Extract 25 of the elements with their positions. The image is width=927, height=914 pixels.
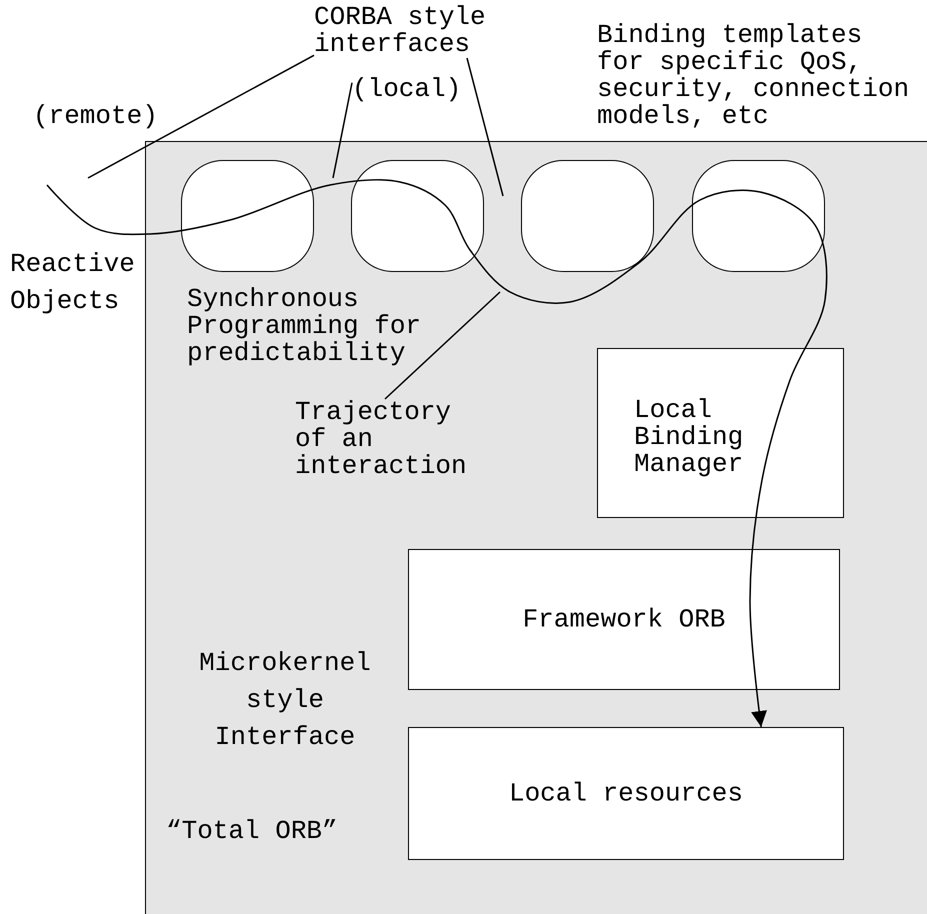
leader-line	[88, 54, 314, 179]
annotation-text: Trajectory of an interaction	[295, 399, 468, 480]
node-label: Local resources	[508, 780, 744, 807]
node-label: Framework ORB	[522, 606, 726, 633]
annotation-text: Reactive Objects	[10, 248, 136, 318]
node-label: Local Binding Manager	[634, 397, 744, 478]
interface-rounded-box	[351, 160, 484, 272]
annotation-text: CORBA style interfaces	[314, 4, 487, 58]
annotation-text: Microkernel style Interface	[198, 647, 372, 754]
process-box	[597, 348, 844, 518]
interface-rounded-box	[692, 160, 825, 272]
trajectory-arrow	[46, 179, 828, 728]
annotation-text: (local)	[352, 76, 462, 103]
node-label: “Total ORB”	[166, 818, 338, 845]
annotation-text: Synchronous Programming for predictability	[187, 286, 422, 367]
annotation-text: Binding templates for specific QoS, security, connection models, etc	[597, 22, 910, 130]
interface-rounded-box	[181, 160, 314, 272]
process-box	[408, 549, 840, 690]
orb-panel	[145, 141, 927, 914]
leader-line	[384, 291, 501, 400]
leader-line	[466, 58, 504, 196]
annotation-text: (remote)	[33, 103, 159, 130]
interface-rounded-box	[521, 160, 654, 272]
process-box	[408, 727, 844, 860]
leader-line	[332, 82, 353, 178]
